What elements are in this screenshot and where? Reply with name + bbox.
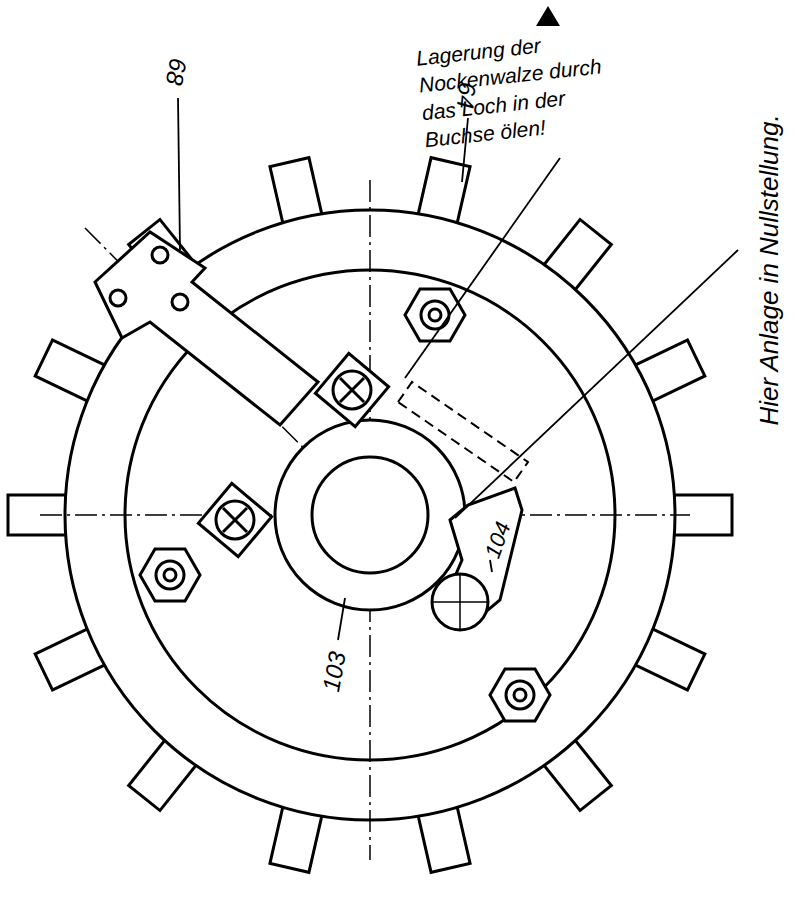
zero-position-note: Hier Anlage in Nullstellung. <box>753 114 787 425</box>
note-triangle <box>536 6 560 26</box>
callout-number: 68 <box>158 56 193 88</box>
oil-note: Lagerung der Nockenwalze durch das Loch … <box>415 24 625 153</box>
callout-number: 64 <box>449 81 482 110</box>
